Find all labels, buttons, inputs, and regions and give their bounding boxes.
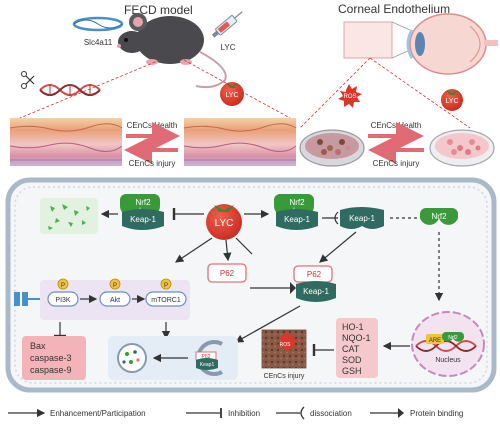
- dissociation-symbol: [322, 211, 339, 225]
- legend-binding-head: [398, 408, 404, 418]
- petri-dish-injured: [299, 129, 365, 167]
- gene-label: Slc4a11: [84, 38, 113, 47]
- lyc-tomato-icon: [206, 204, 242, 240]
- autophagosome-icon: [195, 340, 223, 376]
- pi3k-node: [47, 278, 79, 307]
- enzyme-item: HO-1: [342, 322, 364, 332]
- legend: Enhancement/Participation Inhibition dis…: [8, 406, 463, 420]
- tissue-healthy-block: [183, 118, 297, 166]
- right-injury-label: CEnCs injury: [373, 159, 420, 168]
- nrf2-right-label: Nrf2: [289, 198, 305, 207]
- syringe-label: LYC: [221, 43, 236, 52]
- enzyme-item: CAT: [342, 344, 360, 354]
- enzyme-item: SOD: [342, 355, 362, 365]
- apoptosis-item: Bax: [30, 341, 46, 351]
- projection-line: [183, 59, 291, 119]
- mtorc1-label: mTORC1: [151, 297, 181, 304]
- akt-label: Akt: [110, 297, 120, 304]
- p62-complex-label: P62: [307, 270, 322, 279]
- auto-keap-label: Keap1: [200, 362, 215, 368]
- left-injury-label: CEnCs injury: [129, 159, 176, 168]
- binding-head: [290, 282, 296, 294]
- keap1-complex-label: Keap-1: [303, 287, 329, 296]
- ros-box-label: ROS: [280, 342, 292, 348]
- enzyme-item: GSH: [342, 366, 362, 376]
- nrf2-nucleus-label: Nrf2: [448, 335, 458, 341]
- tomato-label: LYC: [225, 92, 238, 99]
- projection-line: [19, 59, 161, 119]
- pi3k-label: PI3K: [55, 297, 71, 304]
- lyc-to-pathway-arrow: [175, 237, 213, 263]
- enzyme-box: [336, 318, 378, 378]
- petri-dish-healthy: [429, 129, 495, 167]
- nrf2-keap1-complex-right: [274, 194, 318, 230]
- lyc-center-label: LYC: [215, 218, 234, 229]
- legend-binding-label: Protein binding: [410, 409, 463, 418]
- keap1-to-complex-arrow: [319, 231, 357, 263]
- left-health-label: CEnCs Health: [127, 121, 178, 130]
- apoptosis-item: caspase-3: [30, 353, 72, 363]
- tomato-icon: [441, 89, 463, 111]
- keap1-label: Keap-1: [130, 215, 156, 224]
- nucleus: [411, 311, 485, 377]
- right-health-label: CEnCs Health: [371, 121, 422, 130]
- ros-badge-icon: [338, 84, 362, 108]
- degraded-nrf2-panel: [40, 198, 98, 234]
- cell-inner-membrane: [14, 186, 488, 384]
- phospho-label: P: [113, 283, 117, 289]
- corneal-title: Corneal Endothelium: [338, 2, 450, 16]
- keap1-free-label: Keap-1: [349, 214, 375, 223]
- complex-to-autophagy-arrow: [234, 305, 301, 343]
- eye-icon: [343, 13, 498, 75]
- projection-line: [369, 57, 471, 129]
- keap1-free: [340, 207, 384, 229]
- phospho-label: P: [164, 283, 168, 289]
- nucleus-label: Nucleus: [435, 357, 461, 364]
- autolysosome-icon: [117, 343, 147, 373]
- tissue-injured-block: [9, 118, 123, 166]
- tomato-label-right: LYC: [445, 98, 458, 105]
- scissors-icon: [21, 71, 35, 89]
- phospho-label: P: [61, 283, 65, 289]
- syringe-icon: [211, 11, 243, 38]
- nrf2-free: [420, 208, 458, 225]
- auto-p62-label: P62: [202, 354, 211, 360]
- ros-label: ROS: [343, 94, 356, 100]
- apoptosis-item: caspase-9: [30, 365, 72, 375]
- p62-left: [207, 263, 247, 283]
- legend-dissociation-cup: [300, 406, 305, 420]
- nrf2-label: Nrf2: [135, 198, 151, 207]
- enzyme-item: NQO-1: [342, 333, 371, 343]
- lyc-diag-line: [235, 237, 253, 255]
- keap1-right-label: Keap-1: [284, 215, 310, 224]
- are-label: ARE: [429, 338, 441, 344]
- akt-node: [99, 278, 131, 307]
- legend-dissociation-label: dissociation: [310, 409, 352, 418]
- apoptosis-box: [22, 336, 86, 380]
- projection-line: [299, 57, 371, 129]
- lyc-to-p62-arrow: [223, 239, 232, 262]
- cencs-injury-label: CEnCs injury: [264, 373, 305, 380]
- legend-inhibition-label: Inhibition: [228, 409, 260, 418]
- p62-left-label: P62: [220, 269, 235, 278]
- dna-icon: [39, 84, 101, 96]
- legend-enhancement-label: Enhancement/Participation: [50, 409, 146, 418]
- tomato-icon: [220, 82, 244, 106]
- fecd-title: FECD model: [124, 3, 193, 17]
- ros-burst-icon: [277, 331, 299, 353]
- mtorc1-node: [145, 278, 187, 307]
- p62-keap1-complex: [293, 265, 336, 302]
- nrf2-free-label: Nrf2: [431, 212, 447, 221]
- mouse-icon: [117, 13, 227, 89]
- nrf2-keap1-complex-left: [120, 194, 164, 230]
- slc4a11-gene-icon: [72, 16, 124, 32]
